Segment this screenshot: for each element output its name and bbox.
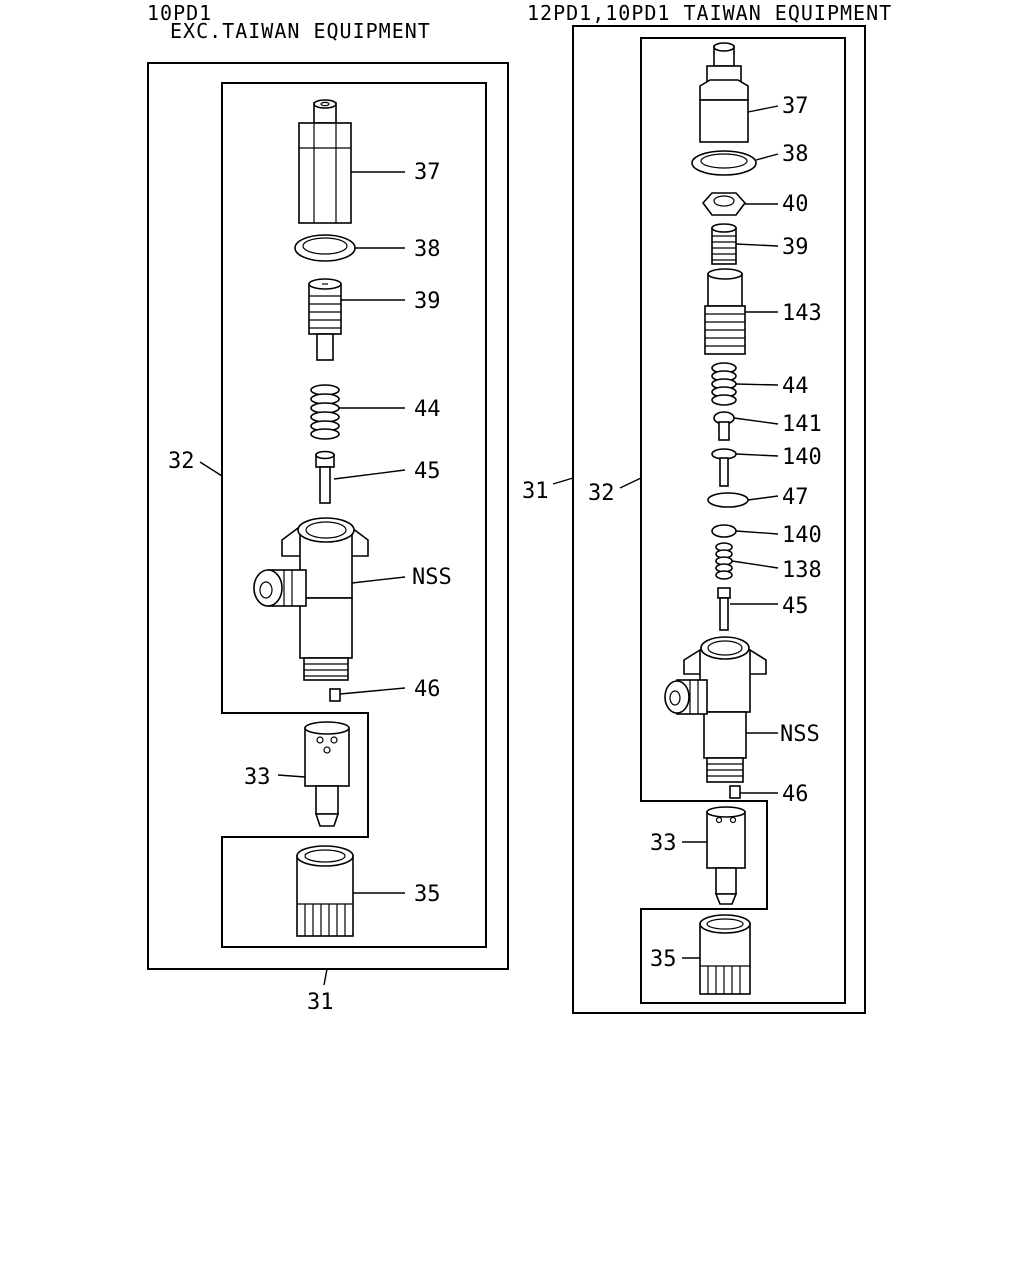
label-35-right: 35: [650, 947, 677, 972]
right-assembly: 12PD1,10PD1 TAIWAN EQUIPMENT: [522, 1, 892, 1014]
label-143-right: 143: [782, 301, 822, 326]
part-44-spring: [310, 384, 340, 440]
label-31-right: 31: [522, 479, 549, 504]
label-45: 45: [414, 459, 441, 484]
label-46: 46: [414, 677, 441, 702]
label-32: 32: [168, 449, 195, 474]
left-assembly: 10PD1 EXC.TAIWAN EQUIPMENT: [147, 1, 509, 1015]
label-44: 44: [414, 397, 441, 422]
label-140a-right: 140: [782, 445, 822, 470]
right-header: 12PD1,10PD1 TAIWAN EQUIPMENT: [527, 1, 892, 25]
part-37-holder: [298, 99, 352, 224]
part-140-shim-a-right: [711, 448, 737, 487]
label-47-right: 47: [782, 485, 809, 510]
label-141-right: 141: [782, 412, 822, 437]
label-37: 37: [414, 160, 441, 185]
part-35-nut-right: [699, 914, 751, 995]
part-45-pushrod: [315, 450, 335, 504]
part-37-holder-right: [699, 42, 749, 143]
label-39-right: 39: [782, 235, 809, 260]
part-39-screw-right: [711, 223, 737, 265]
label-31: 31: [307, 990, 334, 1015]
label-33-right: 33: [650, 831, 677, 856]
part-143-body-right: [704, 268, 746, 355]
label-45-right: 45: [782, 594, 809, 619]
left-header-model: 10PD1: [147, 1, 212, 25]
label-35: 35: [414, 882, 441, 907]
left-header-equipment: EXC.TAIWAN EQUIPMENT: [170, 19, 431, 43]
part-nss-body: [253, 517, 369, 681]
part-33-nozzle-right: [706, 806, 746, 905]
part-33-nozzle: [304, 721, 350, 827]
part-140-shim-b-right: [711, 524, 737, 538]
assembly-32-box-right: [640, 37, 846, 1004]
part-38-washer: [294, 234, 356, 262]
part-nss-body-right: [664, 636, 767, 783]
label-138-right: 138: [782, 558, 822, 583]
part-138-spring-right: [715, 542, 733, 580]
label-32-right: 32: [588, 481, 615, 506]
part-46-pin-right: [729, 785, 741, 799]
part-45-pushrod-right: [717, 587, 731, 631]
assembly-31-box: [147, 62, 509, 970]
label-39: 39: [414, 289, 441, 314]
assembly-31-box-right: [572, 25, 866, 1014]
label-44-right: 44: [782, 374, 809, 399]
label-37-right: 37: [782, 94, 809, 119]
part-141-rod-right: [713, 411, 735, 441]
label-46-right: 46: [782, 782, 809, 807]
label-nss: NSS: [412, 565, 452, 590]
part-38-washer-right: [691, 150, 757, 176]
label-38-right: 38: [782, 142, 809, 167]
part-39-screw: [308, 278, 342, 361]
label-38: 38: [414, 237, 441, 262]
label-140b-right: 140: [782, 523, 822, 548]
part-40-nut-right: [701, 192, 747, 216]
assembly-32-box: [221, 82, 487, 948]
label-33: 33: [244, 765, 271, 790]
label-nss-right: NSS: [780, 722, 820, 747]
part-47-washer-right: [707, 492, 749, 508]
part-46-pin: [329, 688, 341, 702]
part-35-nut: [296, 845, 354, 937]
part-44-spring-right: [711, 362, 737, 406]
label-40-right: 40: [782, 192, 809, 217]
